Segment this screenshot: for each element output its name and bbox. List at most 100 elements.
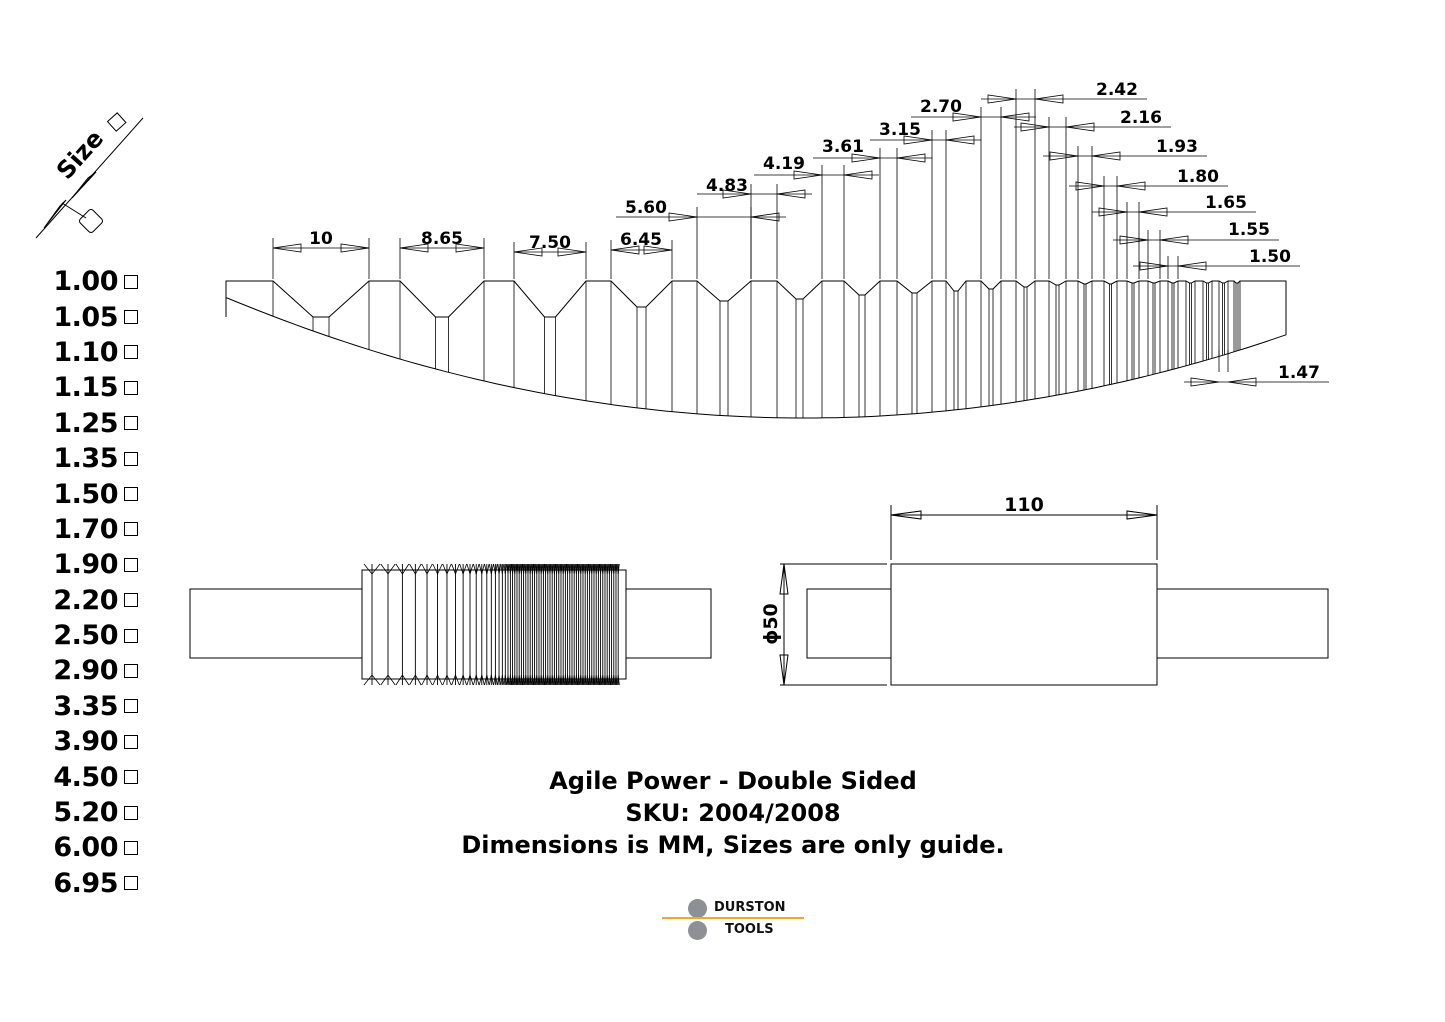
- size-option: 3.35: [52, 689, 138, 724]
- groove-dimension: 4.83: [697, 176, 812, 279]
- size-label: 1.15: [53, 372, 118, 404]
- size-checkbox[interactable]: [124, 840, 138, 855]
- groove-dimension: 8.65: [399, 229, 485, 279]
- roller-front-view: 110 ϕ50: [189, 494, 1329, 686]
- size-checkbox[interactable]: [124, 593, 138, 608]
- logo-text-line2: TOOLS: [725, 922, 774, 937]
- size-option: 1.70: [52, 512, 138, 547]
- logo-dot-bottom: [688, 921, 707, 940]
- size-option: 4.50: [52, 759, 138, 794]
- groove-dimension: 1.80: [1069, 167, 1228, 279]
- groove-dimension: 2.16: [1014, 108, 1171, 279]
- size-label: 1.70: [53, 513, 118, 545]
- groove-profile-outline: [225, 280, 1287, 419]
- front-left-shaft: [806, 588, 892, 659]
- groove-dimension: 1.55: [1113, 220, 1279, 279]
- groove-profile-view: [225, 280, 1287, 419]
- front-roller-body: [890, 563, 1158, 686]
- size-option: 1.10: [52, 335, 138, 370]
- size-option: 1.00: [52, 264, 138, 299]
- length-label: 110: [1004, 494, 1044, 516]
- groove-dimension-label: 6.45: [620, 230, 662, 250]
- size-checkbox[interactable]: [124, 805, 138, 820]
- size-checkbox[interactable]: [124, 380, 138, 395]
- size-label: 1.90: [53, 549, 118, 581]
- groove-dimension-label: 8.65: [421, 229, 463, 249]
- dimension-note: Dimensions is MM, Sizes are only guide.: [461, 831, 1005, 859]
- size-option: 1.15: [52, 370, 138, 405]
- size-label: 3.35: [53, 690, 118, 722]
- size-label: 2.90: [53, 655, 118, 687]
- durston-logo: DURSTON TOOLS: [662, 896, 804, 942]
- size-label: 2.20: [53, 584, 118, 616]
- size-option: 2.50: [52, 618, 138, 653]
- size-label: 1.10: [53, 336, 118, 368]
- size-label: 3.90: [53, 726, 118, 758]
- logo-text-line1: DURSTON: [714, 900, 786, 915]
- groove-dimension: 3.15: [870, 120, 981, 279]
- size-option: 2.90: [52, 653, 138, 688]
- groove-dimension-label: 2.16: [1120, 108, 1162, 128]
- front-right-shaft: [1156, 588, 1329, 659]
- size-option: 3.90: [52, 724, 138, 759]
- grooved-roller-body: [361, 569, 627, 680]
- groove-dimension: 6.45: [610, 230, 673, 279]
- groove-dimension-label: 7.50: [529, 233, 571, 253]
- groove-dimension-label: 10: [309, 229, 333, 249]
- size-option: 1.35: [52, 441, 138, 476]
- groove-dimension: 2.42: [981, 80, 1147, 279]
- size-label: 1.25: [53, 407, 118, 439]
- groove-dimension-label: 1.65: [1205, 193, 1247, 213]
- size-checkbox[interactable]: [124, 663, 138, 678]
- size-checkbox[interactable]: [124, 770, 138, 785]
- groove-dimension-label: 1.55: [1228, 220, 1270, 240]
- groove-dimension-label: 1.93: [1156, 137, 1198, 157]
- size-heading: Size: [35, 112, 144, 239]
- size-checkbox[interactable]: [124, 734, 138, 749]
- groove-dimension-label: 4.19: [763, 154, 805, 174]
- size-heading-text: Size: [51, 125, 109, 185]
- size-option: 2.20: [52, 583, 138, 618]
- groove-dimension-label: 2.42: [1096, 80, 1138, 100]
- size-option: 1.90: [52, 547, 138, 582]
- product-title: Agile Power - Double Sided: [549, 767, 917, 795]
- size-checkbox[interactable]: [124, 416, 138, 431]
- size-checkbox[interactable]: [124, 310, 138, 325]
- size-checkbox[interactable]: [124, 451, 138, 466]
- size-checkbox[interactable]: [124, 487, 138, 502]
- grooved-roller-side-view: [361, 563, 627, 686]
- caption: Agile Power - Double Sided SKU: 2004/200…: [430, 765, 1036, 861]
- size-option: 5.20: [52, 795, 138, 830]
- groove-dimension-label: 3.15: [879, 120, 921, 140]
- size-label: 2.50: [53, 620, 118, 652]
- size-checkbox[interactable]: [124, 699, 138, 714]
- size-checkbox[interactable]: [124, 876, 138, 891]
- size-checkbox[interactable]: [124, 522, 138, 537]
- size-checkbox[interactable]: [124, 274, 138, 289]
- size-label: 1.00: [53, 266, 118, 298]
- groove-dimension: 3.61: [813, 137, 932, 279]
- size-label: 1.35: [53, 443, 118, 475]
- size-option: 1.05: [52, 299, 138, 334]
- size-checkbox[interactable]: [124, 345, 138, 360]
- logo-accent-line: [662, 917, 804, 919]
- size-label: 6.95: [53, 867, 118, 899]
- size-label: 1.50: [53, 478, 118, 510]
- size-option: 1.25: [52, 406, 138, 441]
- size-label: 6.00: [53, 832, 118, 864]
- groove-dimension-label: 5.60: [625, 198, 667, 218]
- size-checkbox[interactable]: [124, 557, 138, 572]
- left-shaft: [189, 588, 363, 659]
- size-checkbox[interactable]: [124, 628, 138, 643]
- groove-dimension-label: 1.80: [1177, 167, 1219, 187]
- groove-dimension: 1.93: [1043, 137, 1207, 279]
- size-diamond-icon: [79, 209, 103, 233]
- groove-dimension-label: 1.50: [1249, 247, 1291, 267]
- groove-dimension: 7.50: [513, 233, 587, 279]
- groove-dimension: 1.50: [1133, 247, 1300, 279]
- right-shaft: [625, 588, 712, 659]
- diameter-label: ϕ50: [760, 603, 782, 645]
